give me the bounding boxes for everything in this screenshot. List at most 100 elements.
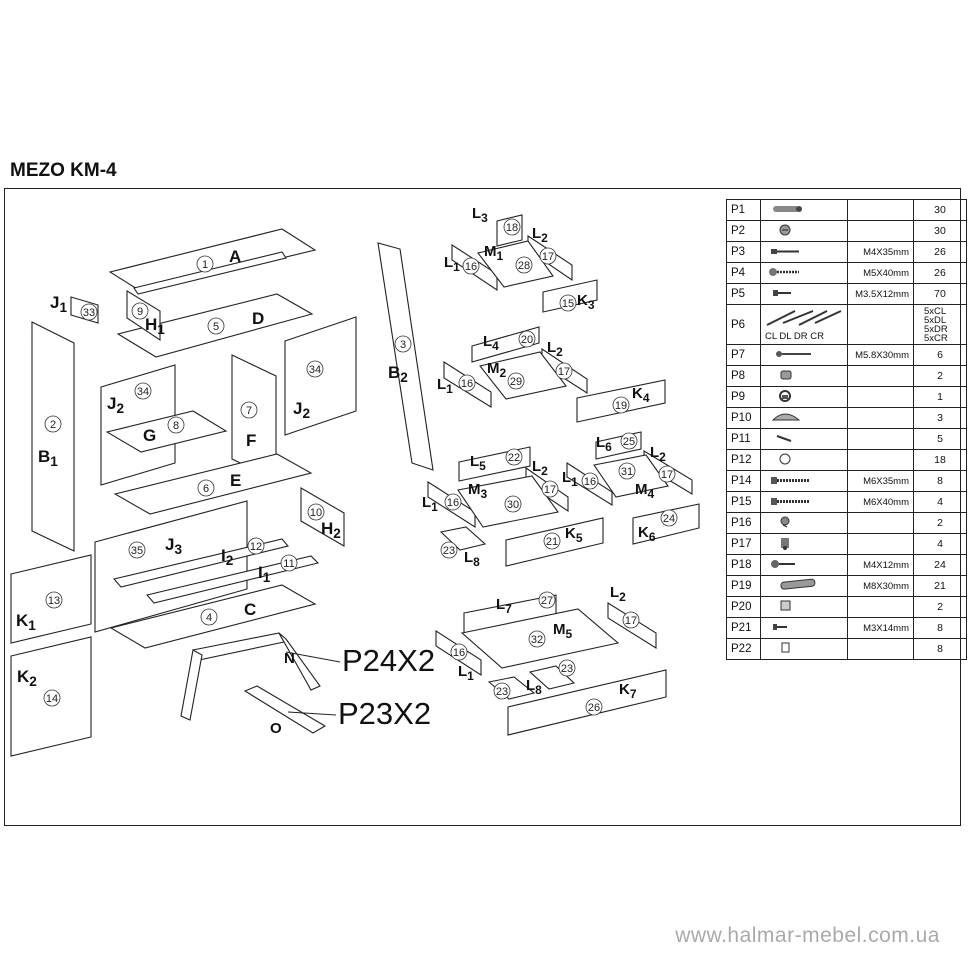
part-number-circle: 17 — [658, 465, 676, 483]
panel-label-subscript: 1 — [571, 475, 578, 489]
panel-label-subscript: 2 — [541, 464, 548, 478]
part-number-ring — [658, 465, 676, 483]
part-number-text: 16 — [465, 261, 477, 273]
part-number-ring — [543, 532, 561, 550]
panel-label-letter: J — [50, 293, 59, 312]
part-number-circle: 22 — [505, 448, 523, 466]
part-quantity: 18 — [913, 449, 967, 471]
part-spec — [847, 199, 914, 221]
part-number-circle: 2 — [44, 415, 62, 433]
panel-label-l4: L4 — [483, 333, 499, 353]
part-quantity: 30 — [913, 199, 967, 221]
panel-label-k6: K6 — [638, 524, 656, 544]
part-code: P11 — [726, 428, 761, 450]
panel-label-letter: K — [565, 525, 576, 542]
panel-label-k2: K2 — [17, 667, 37, 689]
panel-label-subscript: 5 — [566, 627, 573, 641]
part-number-ring — [503, 218, 521, 236]
part-number-text: 35 — [131, 545, 143, 557]
part-spec: M6X35mm — [847, 470, 914, 492]
part-quantity: 26 — [913, 241, 967, 263]
part-number-text: 21 — [546, 536, 558, 548]
footer-website: www.halmar-mebel.com.ua — [675, 924, 940, 947]
panel-label-subscript: 2 — [659, 450, 666, 464]
rail-O — [243, 685, 327, 734]
panel-label-m2: M2 — [487, 360, 507, 380]
part-code: P10 — [726, 407, 761, 429]
part-number-circle: 16 — [444, 493, 462, 511]
panel-label-letter: L — [650, 444, 659, 461]
part-number-circle: 17 — [622, 611, 640, 629]
part-number-circle: 30 — [504, 495, 522, 513]
part-number-circle: 28 — [515, 256, 533, 274]
panel-M2 — [479, 351, 567, 400]
panel-label-subscript: 1 — [157, 322, 165, 337]
panel-label-letter: K — [619, 681, 630, 698]
panel-label-letter: L — [562, 469, 571, 486]
part-number-ring — [528, 630, 546, 648]
part-number-text: 2 — [50, 419, 56, 431]
part-quantity: 2 — [913, 365, 967, 387]
panel-label-g: G — [143, 426, 156, 445]
part-code: P6 — [726, 304, 761, 345]
part-code: P17 — [726, 533, 761, 555]
part-number-text: 32 — [531, 634, 543, 646]
panel-label-subscript: 2 — [302, 406, 310, 421]
panel-label-l8b: L8 — [526, 677, 542, 697]
part-number-text: 34 — [137, 386, 149, 398]
part-number-text: 5 — [213, 321, 219, 333]
part-number-ring — [660, 509, 678, 527]
part-number-circle: 17 — [555, 362, 573, 380]
block-icon — [780, 600, 791, 610]
part-number-ring — [493, 682, 511, 700]
part-number-ring — [307, 503, 325, 521]
part-code: P21 — [726, 617, 761, 639]
short-screw-icon — [773, 289, 791, 296]
panel-label-letter: K — [17, 667, 30, 686]
panel-label-subscript: 1 — [497, 249, 504, 263]
part-number-ring — [207, 317, 225, 335]
cam-lock-icon — [779, 224, 791, 235]
part-number-circle: 20 — [518, 330, 536, 348]
part-picture-cell — [760, 512, 848, 534]
panel-label-subscript: 3 — [588, 298, 595, 312]
panel-label-letter: L — [610, 584, 619, 601]
panel-label-subscript: 7 — [505, 602, 512, 616]
pin-icon — [776, 434, 792, 442]
panel-label-letter: M — [635, 481, 648, 498]
panel-label-m3: M3 — [468, 481, 488, 501]
part-spec: M4X12mm — [847, 554, 914, 576]
panel-label-subscript: 5 — [479, 459, 486, 473]
part-number-text: 16 — [461, 378, 473, 390]
panel-label-l1e: L1 — [458, 663, 474, 683]
flat-screw-icon — [771, 559, 795, 568]
panel-label-subscript: 2 — [541, 231, 548, 245]
panel-label-k5: K5 — [565, 525, 583, 545]
part-code: P2 — [726, 220, 761, 242]
panel-label-letter: I — [258, 563, 263, 582]
part-quantity: 26 — [913, 262, 967, 284]
panel-label-letter: E — [230, 471, 241, 490]
part-picture-cell — [760, 638, 848, 660]
part-number-text: 3 — [400, 339, 406, 351]
part-spec: M8X30mm — [847, 575, 914, 597]
panel-label-subscript: 1 — [467, 669, 474, 683]
part-number-circle: 34 — [306, 360, 324, 378]
part-number-circle: 16 — [458, 374, 476, 392]
panel-label-letter: K — [16, 611, 29, 630]
part-number-text: 30 — [507, 499, 519, 511]
panel-label-m4: M4 — [635, 481, 655, 501]
part-picture-cell — [760, 241, 848, 263]
panel-label-letter: L — [444, 254, 453, 271]
part-picture-cell — [760, 617, 848, 639]
part-picture-cell — [760, 262, 848, 284]
part-spec — [847, 407, 914, 429]
panel-label-letter: A — [229, 247, 241, 266]
part-picture-cell — [760, 575, 848, 597]
part-spec: M5.8X30mm — [847, 344, 914, 366]
part-number-circle: 29 — [507, 372, 525, 390]
